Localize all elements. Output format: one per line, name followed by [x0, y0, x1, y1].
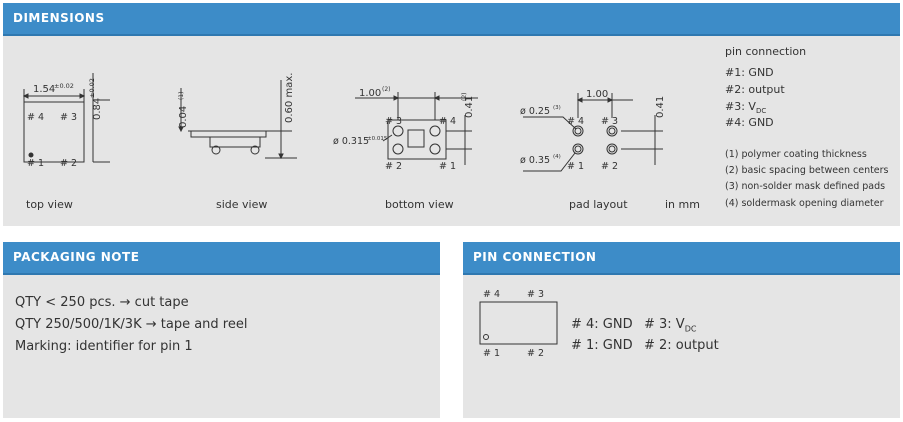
side-view-caption: side view	[216, 198, 267, 211]
pc-line-l1: # 4: GND	[571, 317, 633, 332]
header-underline	[3, 273, 440, 275]
pc-pin4: # 4	[483, 289, 500, 300]
note-1: (1) polymer coating thickness	[725, 149, 867, 160]
pad-layout-pin1: # 1	[567, 161, 584, 172]
pin-connection-header: PIN CONNECTION	[463, 242, 900, 273]
top-view-pin3: # 3	[60, 112, 77, 123]
side-view-max: 0.60 max.	[284, 73, 295, 123]
packaging-line-1: QTY < 250 pcs. → cut tape	[15, 295, 189, 310]
header-underline	[463, 273, 900, 275]
top-view-height-tol: ±0.02	[88, 78, 96, 98]
pad-layout-dia2-note: (4)	[553, 154, 561, 160]
top-view-caption: top view	[26, 198, 73, 211]
bottom-view-drawing	[355, 92, 478, 165]
top-view-pin1: # 1	[27, 158, 44, 169]
bottom-view-spacing: 1.00	[359, 88, 381, 99]
pad-layout-pin4: # 4	[567, 116, 584, 127]
bottom-view-dia: ø 0.315	[333, 136, 369, 147]
bottom-view-pin4: # 4	[439, 116, 456, 127]
pc-pin3: # 3	[527, 289, 544, 300]
pc-line-r1-label: # 3: V	[644, 317, 685, 332]
pad-layout-pin2: # 2	[601, 161, 618, 172]
pin-connection-4: #4: GND	[725, 116, 774, 129]
bottom-view-caption: bottom view	[385, 198, 454, 211]
packaging-line-3: Marking: identifier for pin 1	[15, 339, 193, 354]
pad-layout-caption: pad layout	[569, 198, 628, 211]
bottom-view-pin1: # 1	[439, 161, 456, 172]
bottom-view-height-note: (2)	[461, 93, 468, 102]
pin-connection-3-sub: DC	[755, 107, 767, 116]
packaging-panel: PACKAGING NOTE QTY < 250 pcs. → cut tape…	[3, 242, 440, 418]
side-view-coat: 0.04	[178, 106, 189, 128]
pc-line-r1-sub: DC	[684, 324, 697, 334]
side-view-drawing	[178, 80, 297, 160]
dimensions-panel: DIMENSIONS 1.54 ±0.02 0.84 ±0.02 # 4 # 3…	[3, 3, 900, 226]
pin-connection-3-label: #3: V	[725, 100, 756, 113]
pc-pin1: # 1	[483, 348, 500, 359]
note-2: (2) basic spacing between centers	[725, 165, 889, 176]
bottom-view-pin2: # 2	[385, 161, 402, 172]
pc-pin2: # 2	[527, 348, 544, 359]
pad-layout-dia1-note: (3)	[553, 105, 561, 111]
pad-layout-drawing	[523, 93, 663, 172]
top-view-pin2: # 2	[60, 158, 77, 169]
pad-layout-spacing: 1.00	[586, 89, 608, 100]
top-view-width: 1.54	[33, 84, 55, 95]
bottom-view-pin3: # 3	[385, 116, 402, 127]
pad-layout-dia1: ø 0.25	[520, 106, 550, 117]
pad-layout-dia2: ø 0.35	[520, 155, 550, 166]
unit-label: in mm	[665, 198, 700, 211]
pc-line-r1: # 3: VDC	[644, 317, 696, 334]
bottom-view-height: 0.41	[464, 96, 475, 118]
header-underline	[3, 34, 900, 36]
side-view-coat-note: (1)	[178, 92, 185, 101]
pad-layout-height: 0.41	[655, 96, 666, 118]
note-4: (4) soldermask opening diameter	[725, 198, 884, 209]
packaging-line-2: QTY 250/500/1K/3K → tape and reel	[15, 317, 248, 332]
pin-connection-2: #2: output	[725, 83, 785, 96]
bottom-view-dia-tol: ±0.015	[367, 136, 388, 142]
pin-connection-panel: PIN CONNECTION # 4 # 3 # 1 # 2 # 4: GND …	[463, 242, 900, 418]
top-view-height: 0.84	[92, 98, 103, 120]
top-view-drawing	[22, 73, 110, 163]
top-view-pin4: # 4	[27, 112, 44, 123]
bottom-view-spacing-note: (2)	[382, 86, 391, 93]
pin-connection-drawing: # 4 # 3 # 1 # 2	[479, 289, 558, 359]
pad-layout-pin3: # 3	[601, 116, 618, 127]
pin-connection-1: #1: GND	[725, 66, 774, 79]
top-view-width-tol: ±0.02	[54, 82, 74, 90]
pc-line-l2: # 1: GND	[571, 338, 633, 353]
pin-connection-title: pin connection	[725, 45, 807, 58]
pc-line-r2: # 2: output	[644, 338, 719, 353]
note-3: (3) non-solder mask defined pads	[725, 181, 886, 192]
dimensions-drawing: 1.54 ±0.02 0.84 ±0.02 # 4 # 3 # 1 # 2 to…	[22, 73, 700, 211]
pin-connection-3: #3: VDC	[725, 100, 766, 115]
dimensions-header: DIMENSIONS	[3, 3, 900, 34]
packaging-header: PACKAGING NOTE	[3, 242, 440, 273]
